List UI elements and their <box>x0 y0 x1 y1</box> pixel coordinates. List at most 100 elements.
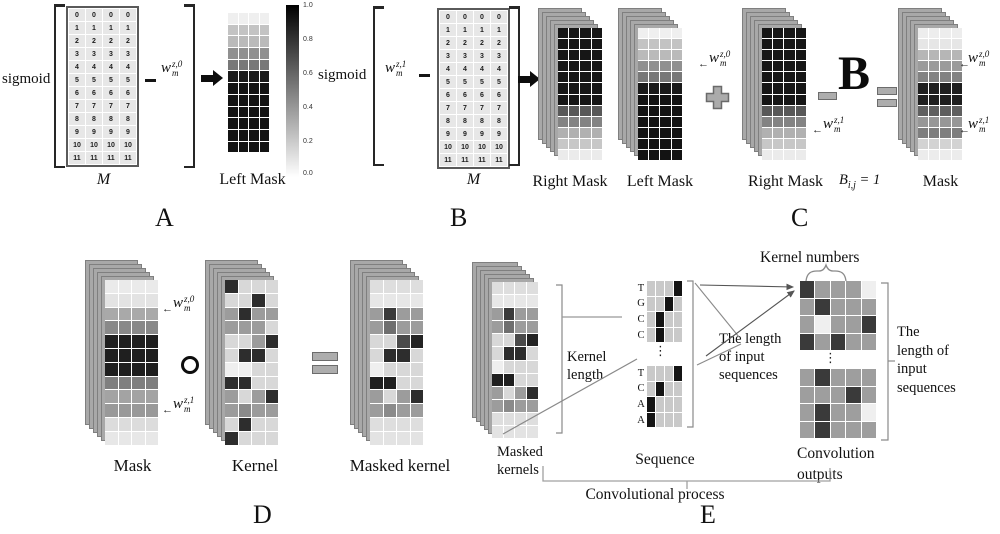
grid-cell <box>410 431 423 445</box>
matrix-cell: 11 <box>474 154 490 166</box>
grid-cell <box>800 404 815 421</box>
matrix-cell: 5 <box>440 76 456 88</box>
grid-cell <box>800 386 815 403</box>
grid-cell <box>951 72 962 83</box>
grid-cell <box>225 307 238 321</box>
grid-cell <box>515 347 527 360</box>
grid-cell <box>238 71 248 83</box>
grid-cell <box>660 94 671 105</box>
grid-cell <box>660 150 671 161</box>
panel-a-letter: A <box>155 203 174 232</box>
grid-cell <box>515 426 527 439</box>
matrix-cell: 10 <box>491 141 507 153</box>
matrix-cell: 11 <box>86 152 102 164</box>
matrix-cell: 11 <box>103 152 119 164</box>
grid-cell <box>784 50 795 61</box>
grid-cell <box>249 83 259 94</box>
grid-cell <box>569 150 580 161</box>
grid-cell <box>638 28 649 39</box>
grid-cell <box>145 362 158 376</box>
matrix-cell: 6 <box>103 87 119 99</box>
matrix-cell: 0 <box>440 11 456 23</box>
grid-cell <box>132 417 145 431</box>
kernel-length-label: Kernel length <box>567 349 607 383</box>
grid-cell <box>238 431 251 445</box>
grid-cell <box>762 83 773 94</box>
grid-cell <box>265 390 278 404</box>
grid-cell <box>800 369 815 386</box>
minus-operator <box>818 92 837 100</box>
grid-cell <box>249 13 259 24</box>
matrix-cell: 6 <box>491 89 507 101</box>
matrix-cell: 9 <box>103 126 119 138</box>
grid-cell <box>940 105 951 116</box>
grid-cell <box>649 28 660 39</box>
grid-cell <box>410 362 423 376</box>
grid-cell <box>815 404 830 421</box>
grid-cell <box>515 360 527 373</box>
grid-cell <box>370 362 383 376</box>
grid-cell <box>228 83 238 94</box>
grid-cell <box>132 390 145 404</box>
grid-cell <box>591 150 602 161</box>
left-bracket <box>373 6 384 166</box>
matrix-cell: 8 <box>86 113 102 125</box>
matrix-cell: 5 <box>120 74 136 86</box>
matrix-cell: 7 <box>474 102 490 114</box>
grid-cell <box>410 280 423 293</box>
mask-grid <box>918 28 962 161</box>
onehot-cell <box>656 296 664 312</box>
grid-cell <box>397 280 410 293</box>
grid-cell <box>145 335 158 348</box>
grid-cell <box>569 105 580 116</box>
grid-cell <box>671 50 682 61</box>
grid-cell <box>503 282 515 295</box>
grid-cell <box>265 348 278 362</box>
matrix-cell: 10 <box>103 139 119 151</box>
matrix-cell: 3 <box>120 48 136 60</box>
grid-cell <box>815 369 830 386</box>
grid-cell <box>527 426 538 439</box>
grid-cell <box>238 321 251 335</box>
grid-cell <box>503 308 515 321</box>
grid-cell <box>591 39 602 50</box>
matrix-cell: 7 <box>86 100 102 112</box>
grid-cell <box>228 118 238 129</box>
left-arrow-icon: ← <box>162 303 173 315</box>
right-arrow-icon <box>518 71 540 87</box>
grid-cell <box>569 28 580 39</box>
grid-cell <box>410 348 423 362</box>
grid-cell <box>649 138 660 150</box>
grid-cell <box>105 417 118 431</box>
grid-cell <box>259 59 269 71</box>
onehot-cell <box>647 281 655 296</box>
input-length-label: The length of input sequences <box>719 331 782 383</box>
grid-cell <box>580 61 591 72</box>
matrix-cell: 9 <box>474 128 490 140</box>
grid-cell <box>527 386 538 399</box>
grid-cell <box>558 138 569 150</box>
matrix-cell: 7 <box>440 102 456 114</box>
conv-output-bracket <box>881 282 889 441</box>
grid-cell <box>580 50 591 61</box>
grid-cell <box>580 127 591 138</box>
grid-cell <box>515 308 527 321</box>
grid-cell <box>228 141 238 153</box>
matrix-cell: 8 <box>491 115 507 127</box>
grid-cell <box>383 404 396 417</box>
convolution-outputs-label: Convolution outputs <box>797 445 875 483</box>
grid-cell <box>265 431 278 445</box>
grid-cell <box>918 105 929 116</box>
grid-cell <box>638 39 649 50</box>
grid-cell <box>591 94 602 105</box>
grid-cell <box>228 106 238 118</box>
grid-cell <box>815 316 830 333</box>
grid-cell <box>225 293 238 307</box>
grid-cell <box>145 404 158 417</box>
matrix-cell: 11 <box>440 154 456 166</box>
grid-cell <box>660 127 671 138</box>
grid-cell <box>861 316 876 333</box>
grid-cell <box>795 138 806 150</box>
grid-cell <box>397 307 410 321</box>
